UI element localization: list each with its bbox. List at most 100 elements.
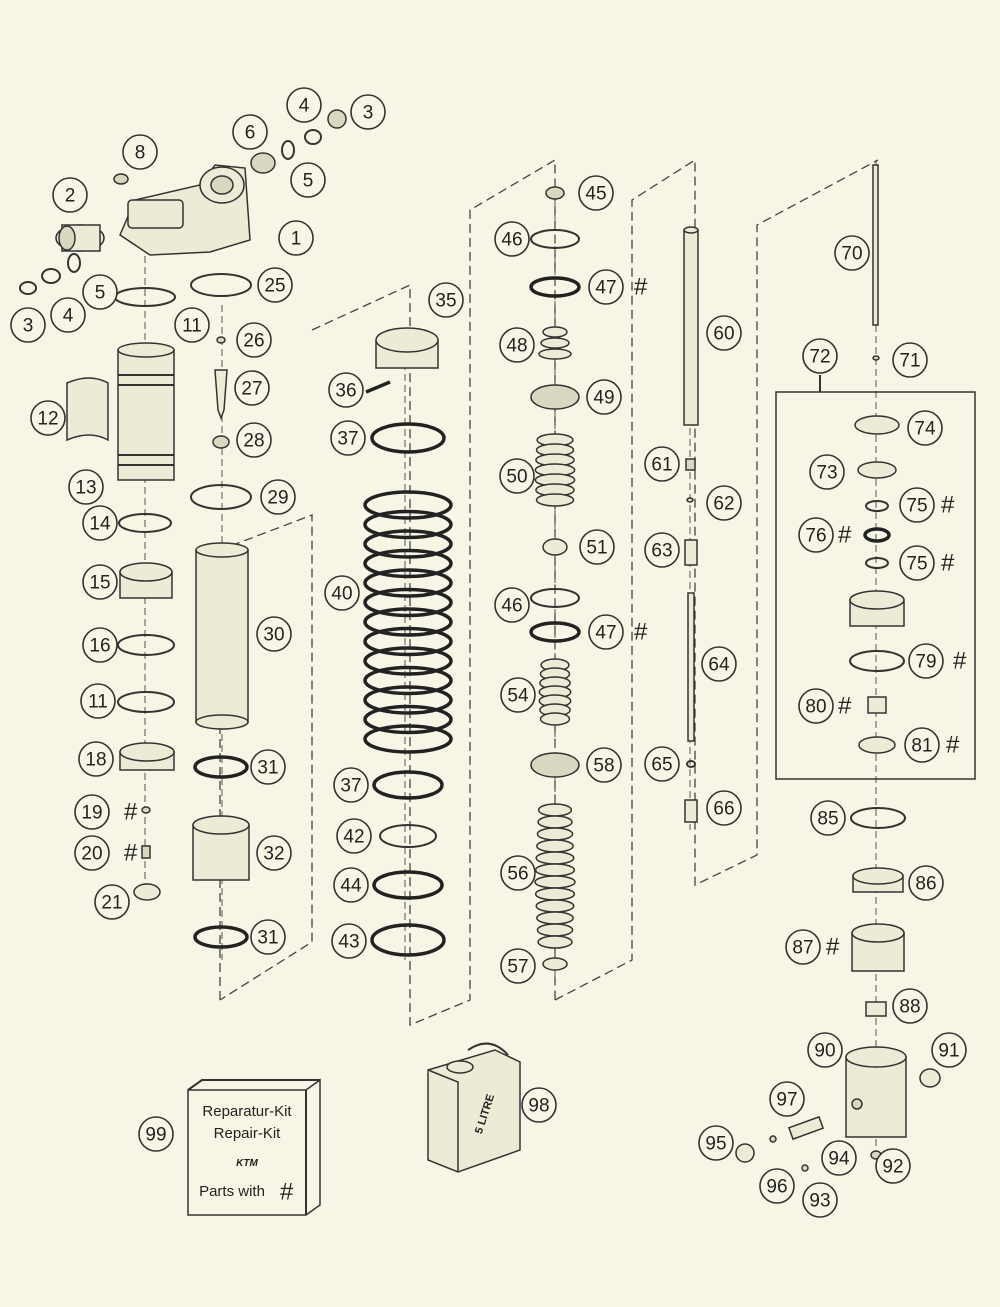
callout-circle bbox=[908, 865, 944, 901]
callout-number: 43 bbox=[338, 932, 359, 953]
callout-20: 20 bbox=[74, 835, 110, 871]
callout-number: 44 bbox=[340, 876, 362, 897]
washer-part bbox=[216, 336, 226, 344]
callout-29: 29 bbox=[260, 479, 296, 515]
spring-coil bbox=[363, 490, 453, 520]
callout-number: 30 bbox=[263, 625, 284, 646]
callout-circle bbox=[769, 1081, 805, 1117]
reservoir-head-part bbox=[119, 164, 251, 256]
callout-circle bbox=[232, 114, 268, 150]
callout-number: 37 bbox=[337, 429, 358, 450]
callout-31: 31 bbox=[250, 919, 286, 955]
callout-number: 1 bbox=[291, 229, 302, 250]
callout-number: 92 bbox=[882, 1157, 903, 1178]
callout-number: 99 bbox=[145, 1125, 166, 1146]
spring-coil bbox=[363, 685, 453, 715]
hash-marker: # bbox=[124, 840, 138, 867]
callout-number: 95 bbox=[705, 1134, 726, 1155]
callout-circle bbox=[588, 269, 624, 305]
callout-3: 3 bbox=[350, 94, 386, 130]
callout-31: 31 bbox=[250, 749, 286, 785]
callout-circle bbox=[759, 1168, 795, 1204]
callout-number: 48 bbox=[506, 336, 527, 357]
callout-circle bbox=[706, 485, 742, 521]
callout-circle bbox=[706, 790, 742, 826]
bump-cup-part bbox=[192, 815, 250, 881]
callout-98: 98 bbox=[521, 1087, 557, 1123]
callout-circle bbox=[785, 929, 821, 965]
spring-coil bbox=[363, 646, 453, 676]
seal-head-part bbox=[849, 590, 905, 627]
callout-circle bbox=[810, 800, 846, 836]
hash-marker: # bbox=[634, 619, 648, 646]
callout-circle bbox=[80, 683, 116, 719]
callout-number: 46 bbox=[501, 230, 522, 251]
callout-37: 37 bbox=[333, 767, 369, 803]
callout-75: 75 bbox=[899, 487, 935, 523]
callout-92: 92 bbox=[875, 1148, 911, 1184]
kit-box-72 bbox=[775, 391, 976, 780]
callout-circle bbox=[250, 919, 286, 955]
oil-can-part: 5 LITRE bbox=[427, 1042, 521, 1173]
callout-19: 19 bbox=[74, 794, 110, 830]
screw-part bbox=[365, 380, 391, 394]
callout-circle bbox=[236, 322, 272, 358]
callout-81: 81 bbox=[904, 727, 940, 763]
callout-number: 71 bbox=[899, 351, 920, 372]
shim bbox=[534, 887, 576, 901]
callout-32: 32 bbox=[256, 835, 292, 871]
callout-73: 73 bbox=[809, 454, 845, 490]
cap-part bbox=[133, 883, 161, 901]
callout-number: 27 bbox=[241, 379, 262, 400]
shim bbox=[536, 911, 574, 925]
callout-circle bbox=[428, 282, 464, 318]
callout-48: 48 bbox=[499, 327, 535, 363]
callout-number: 16 bbox=[89, 636, 110, 657]
bushing-part bbox=[867, 696, 887, 714]
callout-circle bbox=[586, 379, 622, 415]
callout-25: 25 bbox=[257, 267, 293, 303]
hash-marker: # bbox=[634, 274, 648, 301]
callout-circle bbox=[809, 454, 845, 490]
piston-part bbox=[530, 384, 580, 410]
shim bbox=[535, 851, 575, 865]
spring-coil bbox=[363, 665, 453, 696]
bushing-part bbox=[919, 1068, 941, 1088]
o-ring-part bbox=[865, 557, 889, 569]
spring-coil bbox=[363, 724, 453, 754]
callout-circle bbox=[138, 1116, 174, 1152]
callout-94: 94 bbox=[821, 1140, 857, 1176]
callout-95: 95 bbox=[698, 1125, 734, 1161]
callout-number: 96 bbox=[766, 1177, 787, 1198]
callout-circle bbox=[333, 867, 369, 903]
callout-circle bbox=[500, 948, 536, 984]
spring-coil bbox=[363, 626, 453, 657]
ring-part bbox=[379, 824, 437, 848]
callout-58: 58 bbox=[586, 747, 622, 783]
callout-number: 60 bbox=[713, 324, 734, 345]
callout-number: 61 bbox=[651, 455, 672, 476]
callout-circle bbox=[78, 741, 114, 777]
callout-circle bbox=[30, 400, 66, 436]
callout-number: 5 bbox=[95, 283, 106, 304]
callout-15: 15 bbox=[82, 564, 118, 600]
screw-part bbox=[113, 173, 129, 185]
callout-13: 13 bbox=[68, 469, 104, 505]
callout-number: 3 bbox=[23, 316, 34, 337]
callout-57: 57 bbox=[500, 948, 536, 984]
shim bbox=[535, 899, 575, 913]
callout-64: 64 bbox=[701, 646, 737, 682]
callout-number: 75 bbox=[906, 496, 927, 517]
needle-rod-part bbox=[687, 592, 695, 742]
callout-circle bbox=[578, 175, 614, 211]
callout-86: 86 bbox=[908, 865, 944, 901]
callout-circle bbox=[333, 767, 369, 803]
callout-circle bbox=[494, 587, 530, 623]
callout-99: 99 bbox=[138, 1116, 174, 1152]
callout-72: 72 bbox=[802, 338, 838, 374]
piston-part bbox=[530, 752, 580, 778]
callout-circle bbox=[586, 747, 622, 783]
callout-number: 54 bbox=[507, 686, 529, 707]
callout-circle bbox=[698, 1125, 734, 1161]
callout-circle bbox=[644, 746, 680, 782]
